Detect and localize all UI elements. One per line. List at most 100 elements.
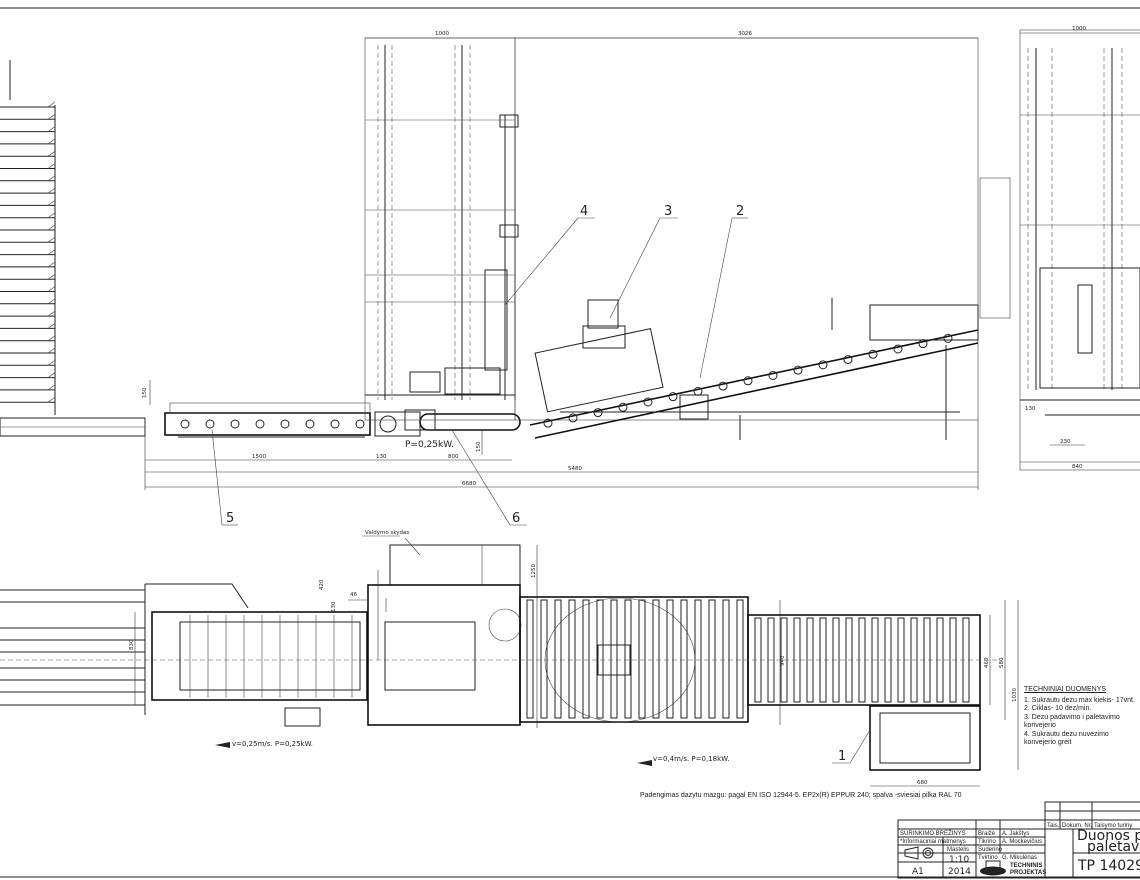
crate-lip — [47, 396, 56, 403]
roller — [568, 413, 578, 423]
title-block: Tais. Dokum. Nr. Taisymo turiny SURINKIM… — [897, 801, 1140, 879]
crate-lip — [47, 261, 56, 268]
info-dims-note: *Informaciniai matmenys — [900, 839, 966, 845]
dim-460: 460 — [984, 657, 990, 668]
inclined-conveyor — [529, 298, 979, 440]
roller — [793, 365, 803, 375]
dim-130: 130 — [376, 454, 387, 460]
balloon-3: 3 — [664, 204, 672, 219]
approved-by: G. Mikulėnas — [1002, 855, 1037, 861]
roller — [255, 419, 265, 429]
dim-6680: 6680 — [462, 481, 476, 487]
dim-150-right: 150 — [476, 441, 482, 452]
dim-3026: 3026 — [738, 31, 752, 37]
scale-value: 1:10 — [949, 855, 969, 865]
tech-data-item: 2. Ciklas- 10 dez/min. — [1024, 705, 1092, 712]
dim-1500: 1500 — [252, 454, 266, 460]
crate-lip — [47, 126, 56, 132]
roller — [893, 344, 903, 354]
dim-5480: 5480 — [568, 466, 582, 472]
roller — [180, 419, 190, 429]
rev-col-tais: Tais. — [1047, 823, 1060, 829]
drawing-type: SURINKIMO BRĖŽINYS — [900, 829, 966, 837]
crate-lip — [47, 249, 56, 255]
dimension-lines — [144, 37, 979, 490]
turntable-conveyor-plan — [519, 596, 749, 723]
roller — [652, 599, 660, 719]
power-label-side: P=0,25kW. — [405, 440, 454, 450]
roller — [722, 599, 730, 719]
dim-130-plan: 130 — [331, 601, 337, 612]
dim-800: 800 — [448, 454, 459, 460]
dim-580: 580 — [999, 657, 1005, 668]
drawn-by: A. Jakštys — [1002, 831, 1029, 837]
roller — [543, 418, 553, 428]
coating-note: Padengimas dazytu mazgu: pagal EN ISO 12… — [640, 792, 962, 799]
roller — [718, 381, 728, 391]
crate-lip — [47, 150, 56, 157]
roller — [624, 599, 632, 719]
infeed-rollers — [189, 615, 353, 698]
direction-arrow-right — [637, 760, 652, 766]
dim-830: 830 — [129, 639, 135, 650]
roller — [355, 419, 365, 429]
drawing-title-line1: Duonos produktų — [1077, 828, 1140, 844]
roller — [694, 599, 702, 719]
roller — [610, 599, 618, 719]
plan-view: Valdymo skydas 1 420 130 46 125 — [0, 530, 1019, 787]
roller — [330, 419, 340, 429]
tech-data-title: TECHNINIAI DUOMENYS — [1024, 686, 1107, 693]
agreed-label: Suderino — [978, 847, 1003, 853]
roller — [818, 360, 828, 370]
company-logo: TECHNINIS PROJEKTAS — [980, 860, 1046, 876]
roller — [868, 349, 878, 359]
transfer-table-plan — [367, 584, 521, 726]
crate-lip — [47, 224, 56, 231]
pallet-bin — [869, 705, 981, 771]
drive-motor — [534, 299, 709, 420]
roller — [643, 397, 653, 407]
roller — [596, 599, 604, 719]
svg-text:TECHNINIS: TECHNINIS — [1010, 863, 1042, 869]
control-panel — [389, 544, 521, 586]
crate-lip — [47, 310, 56, 317]
tech-data-item: 1. Sukrautu dezu max kiekis- 17vnt. — [1024, 696, 1135, 704]
roller — [736, 599, 744, 719]
roller — [554, 599, 562, 719]
crate-lip — [47, 101, 56, 108]
side-view: 4 3 2 5 6 1000 3026 150 1500 130 800 150… — [0, 31, 979, 526]
roller — [593, 408, 603, 418]
speed-label-right: v=0,4m/s. P=0,18kW. — [653, 755, 729, 763]
crate-lip — [47, 200, 56, 206]
crate-lip — [47, 175, 56, 182]
drawing-title-line2: paletavimo li — [1087, 839, 1140, 855]
plan-dimension-lines — [134, 545, 1019, 787]
dim-1250: 1250 — [531, 564, 537, 578]
checked-by: A. Mockevičius — [1002, 839, 1042, 845]
balloon-2: 2 — [736, 204, 744, 219]
approved-label: Tvirtino — [978, 855, 998, 861]
svg-text:PROJEKTAS: PROJEKTAS — [1010, 870, 1046, 876]
balloon-4: 4 — [580, 204, 588, 219]
dim-1030: 1030 — [1012, 688, 1018, 702]
checked-label: Tikrino — [978, 839, 996, 845]
end-view: 1000 130 230 840 — [979, 26, 1140, 471]
tech-data-item: 4. Sukrautu dezu nuvezimo konvejerio gre… — [1024, 730, 1109, 747]
crate-stack-plan — [0, 589, 145, 706]
roller — [638, 599, 646, 719]
projection-symbol-icon — [904, 846, 934, 860]
dim-230-end: 230 — [1060, 439, 1071, 445]
roller — [666, 599, 674, 719]
crate-lip — [47, 298, 56, 305]
dim-1000-side: 1000 — [435, 31, 449, 37]
crate-lip — [47, 237, 56, 243]
crate-lip — [47, 273, 56, 280]
infeed-conveyor-plan — [151, 611, 368, 701]
crate-lip — [47, 187, 56, 194]
transfer-conveyor — [374, 409, 521, 437]
technical-data-notes: TECHNINIAI DUOMENYS 1. Sukrautu dezu max… — [1024, 686, 1135, 747]
roller — [708, 599, 716, 719]
roller — [305, 419, 315, 429]
balloon-6: 6 — [512, 511, 520, 526]
